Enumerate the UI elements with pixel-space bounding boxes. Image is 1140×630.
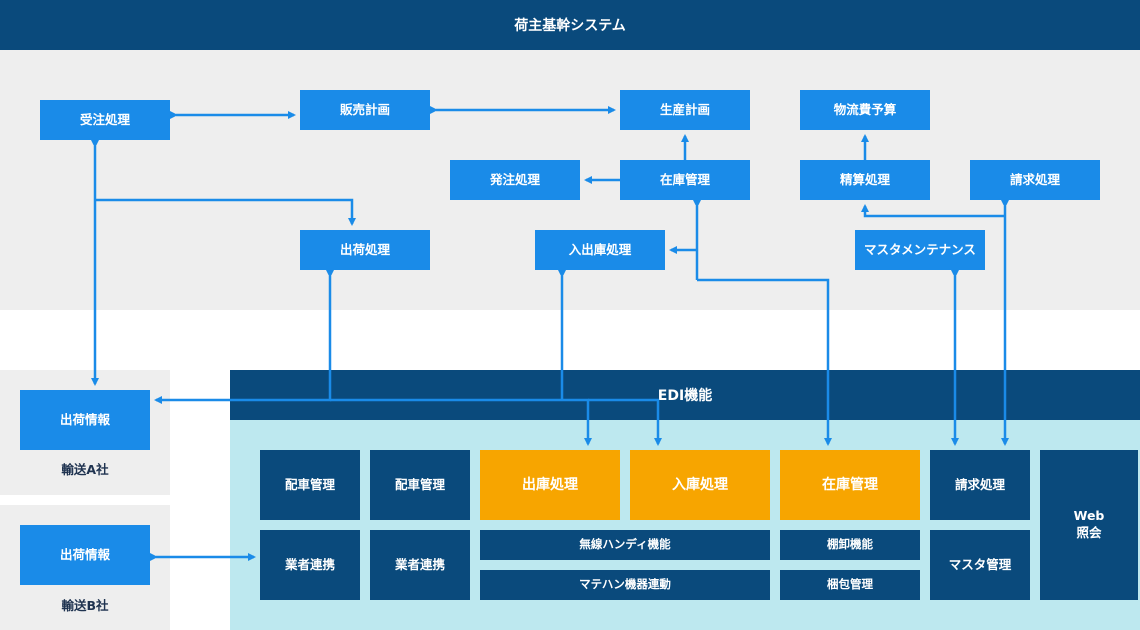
seisanshori-box: 精算処理	[800, 160, 930, 200]
nyushukko-box: 入出庫処理	[535, 230, 665, 270]
edi-seikyu-label: 請求処理	[954, 476, 1005, 492]
shukka-label: 出荷処理	[339, 241, 390, 257]
edi-gyosha-label-1: 業者連携	[284, 556, 335, 572]
seikyu-box: 請求処理	[970, 160, 1100, 200]
hatchu-box: 発注処理	[450, 160, 580, 200]
seisan-label: 生産計画	[659, 101, 710, 117]
edi-musen-box: 無線ハンディ機能	[480, 530, 770, 560]
seisan-box: 生産計画	[620, 90, 750, 130]
edi-master-label: マスタ管理	[948, 556, 1012, 572]
butsuryu-label: 物流費予算	[833, 101, 897, 117]
carrier-b-name: 輸送B社	[61, 597, 109, 613]
edi-haisha-label-2: 配車管理	[394, 476, 445, 492]
edi-seikyu-box: 請求処理	[930, 450, 1030, 520]
edi-musen-label: 無線ハンディ機能	[579, 537, 671, 552]
master-maintenance-label: マスタメンテナンス	[864, 241, 976, 257]
edi-gyosha-label-2: 業者連携	[394, 556, 445, 572]
master-maintenance-box: マスタメンテナンス	[855, 230, 985, 270]
juchu-label: 受注処理	[79, 111, 130, 127]
edi-gyosha-box-1: 業者連携	[260, 530, 360, 600]
edi-konpo-label: 梱包管理	[827, 577, 873, 592]
edi-shukko-box: 出庫処理	[480, 450, 620, 520]
edi-zaiko-label: 在庫管理	[822, 476, 878, 493]
edi-title: EDI機能	[657, 388, 713, 404]
carrier-b-shipment-info: 出荷情報	[20, 525, 150, 585]
edi-banner: EDI機能	[230, 370, 1140, 420]
edi-haisha-label-1: 配車管理	[284, 476, 335, 492]
edi-matehan-label: マテハン機器連動	[579, 577, 671, 592]
edi-web-box: Web 照会	[1040, 450, 1138, 600]
edi-web-label-line2: 照会	[1076, 525, 1102, 540]
carrier-b-info-label: 出荷情報	[59, 546, 110, 562]
edi-haisha-box-1: 配車管理	[260, 450, 360, 520]
carrier-a-shipment-info: 出荷情報	[20, 390, 150, 450]
nyushukko-label: 入出庫処理	[568, 241, 632, 257]
carrier-a-name: 輸送A社	[61, 461, 109, 477]
seisanshori-label: 精算処理	[839, 171, 890, 187]
edi-zaiko-box: 在庫管理	[780, 450, 920, 520]
edi-gyosha-box-2: 業者連携	[370, 530, 470, 600]
shukka-box: 出荷処理	[300, 230, 430, 270]
carrier-a-info-label: 出荷情報	[59, 411, 110, 427]
zaiko-label: 在庫管理	[659, 171, 710, 187]
edi-tanaoroshi-label: 棚卸機能	[827, 537, 873, 552]
header-title: 荷主基幹システム	[514, 18, 626, 34]
edi-nyuko-box: 入庫処理	[630, 450, 770, 520]
zaiko-box: 在庫管理	[620, 160, 750, 200]
hanbai-box: 販売計画	[300, 90, 430, 130]
juchu-box: 受注処理	[40, 100, 170, 140]
edi-konpo-box: 梱包管理	[780, 570, 920, 600]
butsuryu-box: 物流費予算	[800, 90, 930, 130]
edi-nyuko-label: 入庫処理	[672, 476, 728, 493]
header-banner: 荷主基幹システム	[0, 0, 1140, 50]
hanbai-label: 販売計画	[339, 101, 390, 117]
edi-matehan-box: マテハン機器連動	[480, 570, 770, 600]
edi-haisha-box-2: 配車管理	[370, 450, 470, 520]
edi-tanaoroshi-box: 棚卸機能	[780, 530, 920, 560]
edi-web-label-line1: Web	[1073, 508, 1105, 524]
seikyu-label: 請求処理	[1009, 171, 1060, 187]
edi-shukko-label: 出庫処理	[522, 476, 578, 493]
edi-master-box: マスタ管理	[930, 530, 1030, 600]
hatchu-label: 発注処理	[489, 171, 540, 187]
